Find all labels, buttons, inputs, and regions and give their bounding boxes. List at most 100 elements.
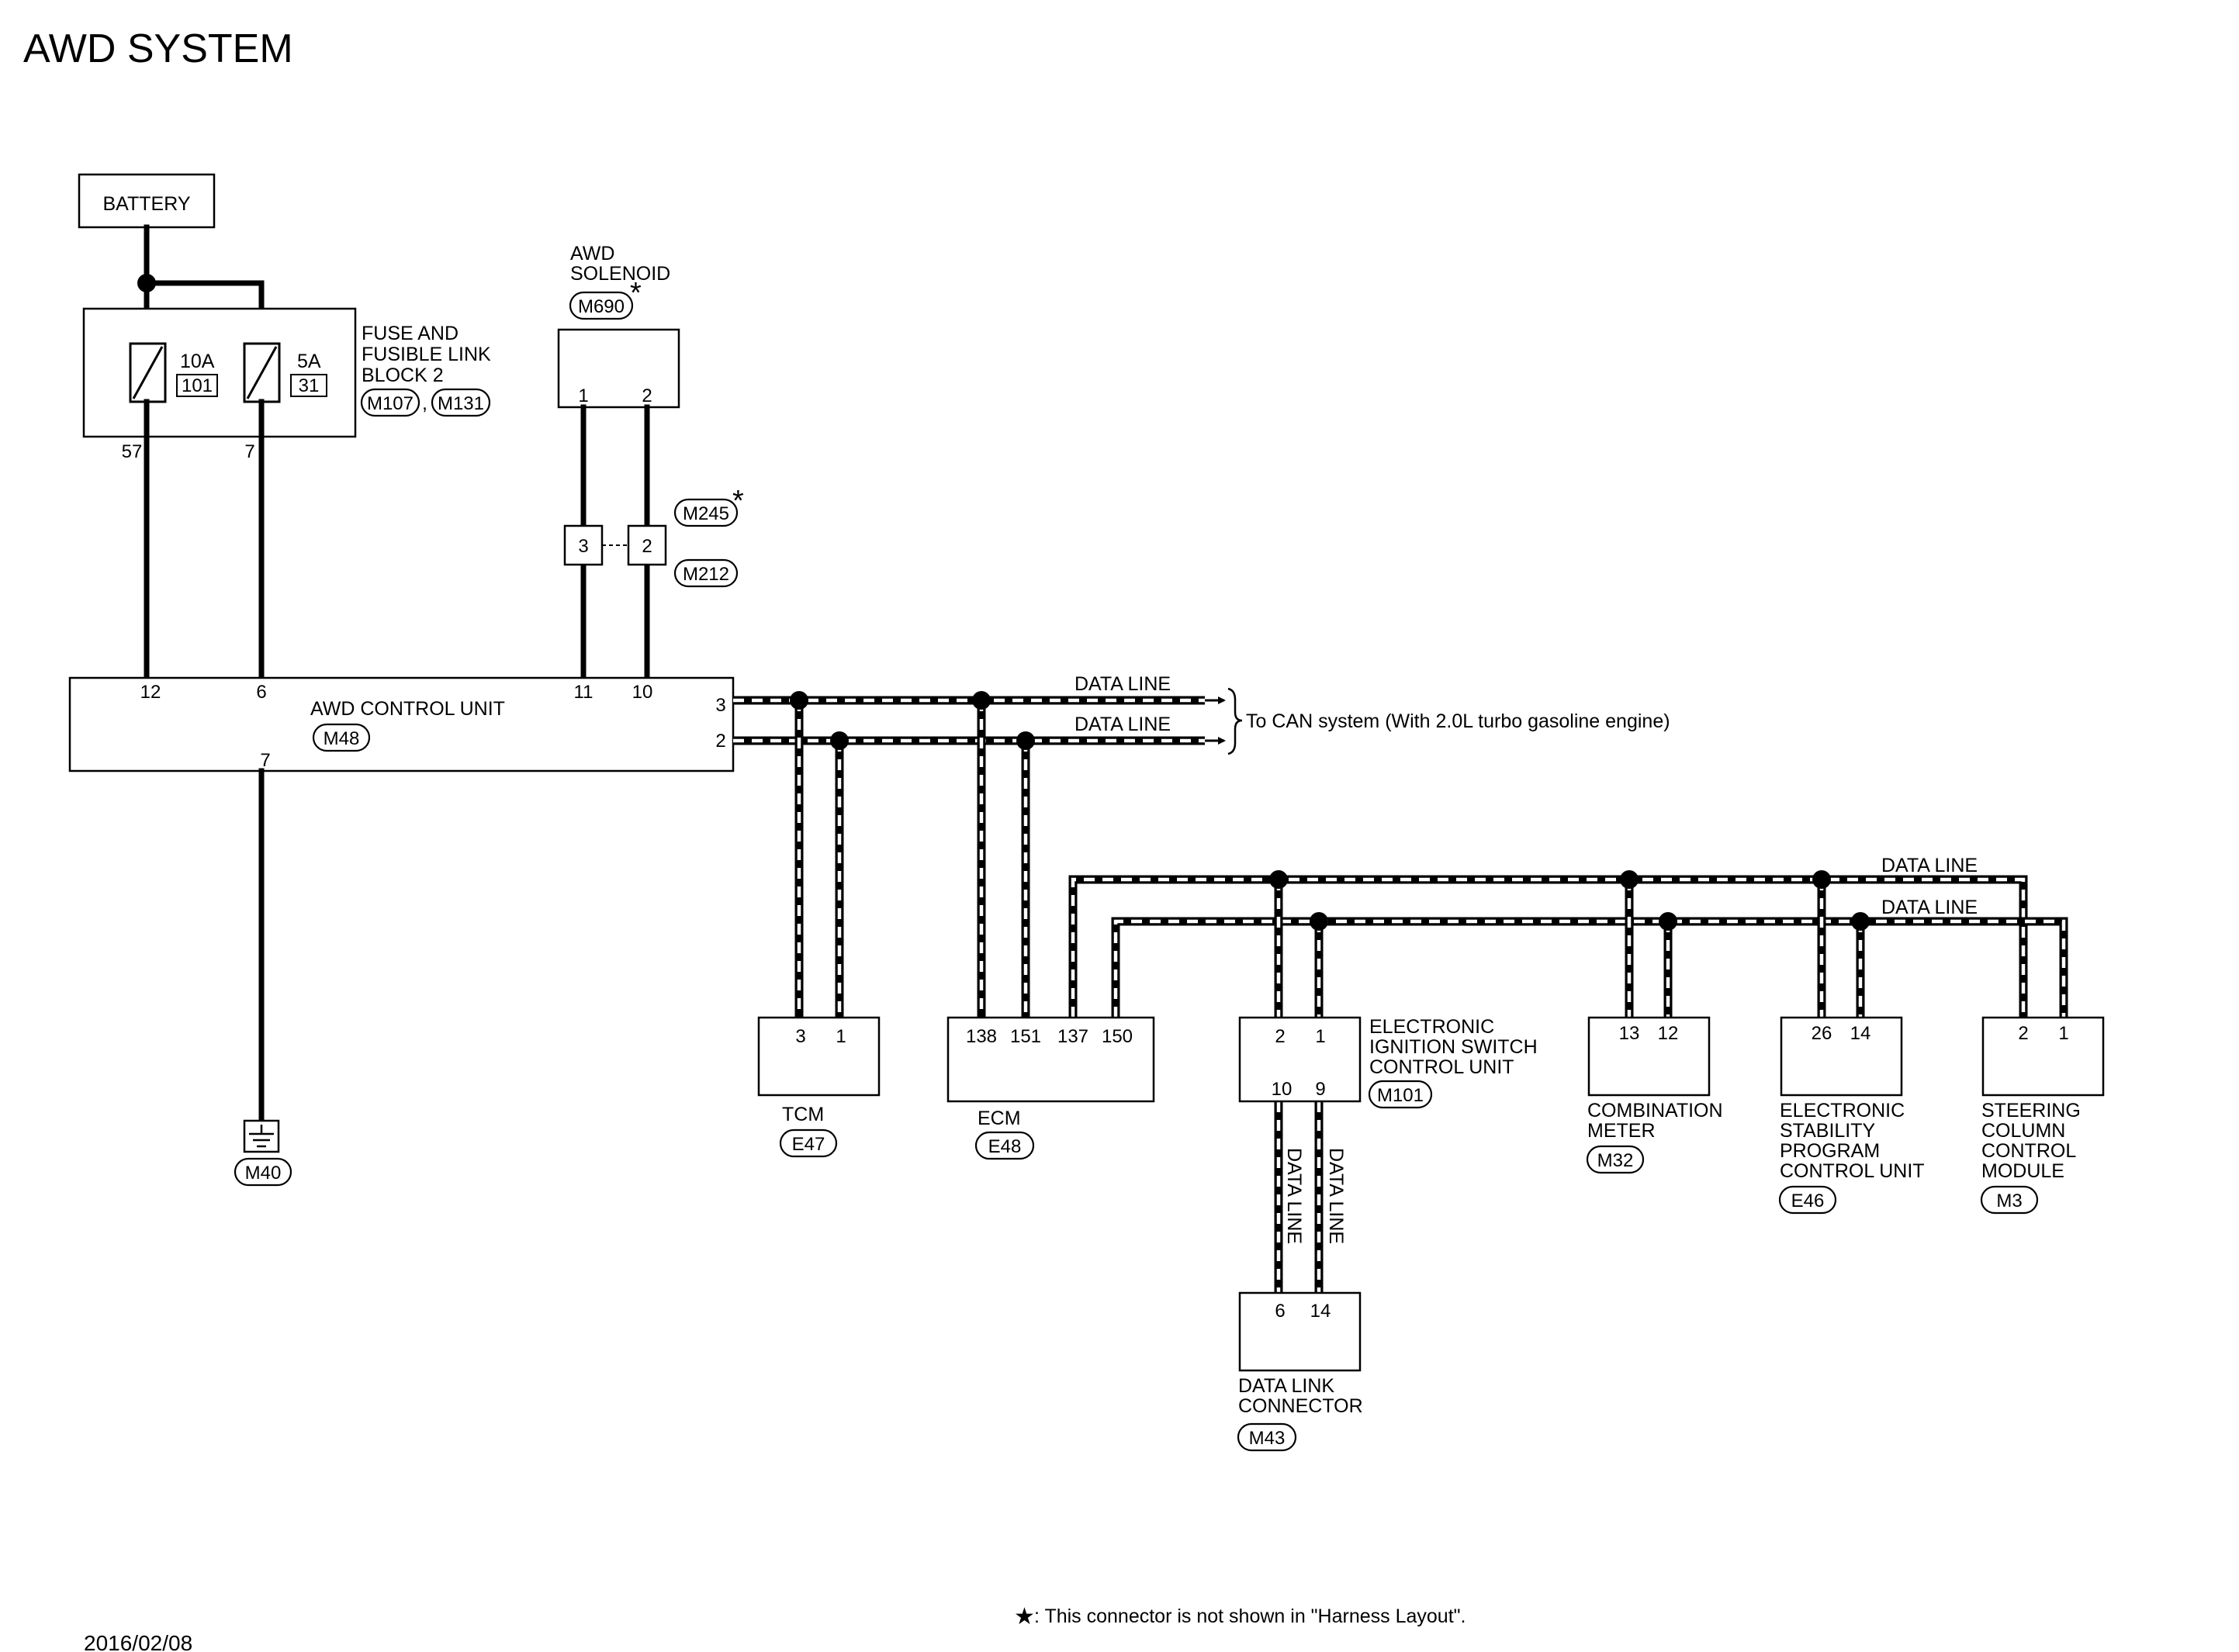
fuse-amp-2: 5A — [297, 351, 321, 372]
battery-label: BATTERY — [103, 193, 191, 215]
page-title: AWD SYSTEM — [23, 26, 293, 71]
steering-label-2: COLUMN — [1981, 1120, 2065, 1142]
meter-box — [1587, 1016, 1711, 1097]
data-line-vertical-1: DATA LINE — [1283, 1148, 1305, 1244]
connector-m40: M40 — [245, 1163, 282, 1184]
ecm-pin-138: 138 — [966, 1026, 997, 1047]
ground-icon — [243, 1119, 280, 1153]
meter-pin-13: 13 — [1619, 1023, 1640, 1044]
awd-unit-label: AWD CONTROL UNIT — [310, 698, 505, 720]
footnote-star: ★ — [1014, 1604, 1035, 1630]
eiscu-pin-2: 2 — [1275, 1026, 1285, 1047]
connector-m107: M107 — [367, 393, 414, 414]
connector-tag-m48 — [312, 723, 371, 752]
connector-e48: E48 — [988, 1136, 1022, 1157]
can-brace — [1227, 687, 1243, 755]
solenoid-label-2: SOLENOID — [570, 263, 670, 285]
joint-connector-pin2 — [627, 524, 667, 566]
connector-tag-m245 — [673, 498, 739, 527]
data-line-label-1: DATA LINE — [1075, 673, 1171, 695]
ecm-pin-151: 151 — [1010, 1026, 1041, 1047]
meter-pin-12: 12 — [1658, 1023, 1679, 1044]
steering-label-1: STEERING — [1981, 1100, 2081, 1121]
tcm-box — [757, 1016, 881, 1097]
ecm-pin-150: 150 — [1102, 1026, 1133, 1047]
meter-label-1: COMBINATION — [1587, 1100, 1723, 1121]
data-line-label-2: DATA LINE — [1075, 714, 1171, 735]
fuse-10a-icon — [129, 342, 167, 403]
connector-tag-m40 — [234, 1157, 292, 1187]
dlc-box — [1238, 1291, 1362, 1372]
eiscu-label-3: CONTROL UNIT — [1369, 1056, 1514, 1078]
connector-separator: , — [422, 392, 427, 414]
battery-splice — [137, 274, 156, 292]
steering-pin-1: 1 — [2058, 1023, 2068, 1044]
eiscu-pin-1: 1 — [1315, 1026, 1325, 1047]
fuse-pin-57: 57 — [122, 441, 143, 462]
eiscu-pin-9: 9 — [1315, 1079, 1325, 1100]
awd-pin-2: 2 — [715, 731, 725, 752]
connector-tag-m212 — [673, 558, 739, 588]
solenoid-label-1: AWD — [570, 243, 614, 264]
connector-m690: M690 — [578, 296, 625, 317]
dlc-label-2: CONNECTOR — [1238, 1395, 1363, 1417]
steering-pin-2: 2 — [2018, 1023, 2028, 1044]
eiscu-label-1: ELECTRONIC — [1369, 1016, 1494, 1038]
ecm-label: ECM — [978, 1108, 1021, 1129]
dlc-pin-6: 6 — [1275, 1301, 1285, 1322]
date-stamp: 2016/02/08 — [84, 1631, 192, 1652]
esp-pin-14: 14 — [1850, 1023, 1871, 1044]
connector-tag-m32 — [1586, 1145, 1645, 1174]
joint-pin-3: 3 — [578, 536, 588, 557]
star-m245: * — [732, 485, 744, 517]
solenoid-box — [557, 328, 680, 409]
connector-m101: M101 — [1377, 1085, 1424, 1106]
data-line-label-4: DATA LINE — [1881, 897, 1978, 918]
ecm-pin-137: 137 — [1057, 1026, 1088, 1047]
connector-m245: M245 — [683, 503, 729, 524]
splice-dots — [790, 691, 1870, 931]
connector-m32: M32 — [1597, 1150, 1634, 1171]
fuse-block-label-1: FUSE AND — [362, 323, 459, 344]
battery-box — [78, 173, 216, 229]
awd-control-unit-box — [68, 676, 735, 772]
steering-box — [1981, 1016, 2105, 1097]
awd-pin-7: 7 — [260, 750, 270, 771]
connector-m212: M212 — [683, 564, 729, 585]
connector-tag-m3 — [1980, 1185, 2039, 1215]
steering-label-4: MODULE — [1981, 1160, 2064, 1182]
esp-label-4: CONTROL UNIT — [1780, 1160, 1925, 1182]
tcm-label: TCM — [782, 1104, 824, 1125]
connector-e46: E46 — [1791, 1191, 1825, 1211]
esp-pin-26: 26 — [1812, 1023, 1832, 1044]
esp-box — [1780, 1016, 1903, 1097]
awd-pin-3: 3 — [715, 695, 725, 716]
connector-tag-e46 — [1778, 1185, 1837, 1215]
connector-tag-e48 — [974, 1131, 1035, 1160]
connector-m48: M48 — [324, 728, 360, 749]
eiscu-box — [1238, 1016, 1362, 1103]
dlc-label-1: DATA LINK — [1238, 1375, 1334, 1397]
data-line-vertical-2: DATA LINE — [1325, 1148, 1347, 1244]
fuse-block-label-3: BLOCK 2 — [362, 365, 444, 386]
solenoid-pin-1: 1 — [578, 385, 588, 406]
solenoid-pin-2: 2 — [642, 385, 652, 406]
dlc-pin-14: 14 — [1310, 1301, 1331, 1322]
joint-pin-2: 2 — [642, 536, 652, 557]
data-line-label-3: DATA LINE — [1881, 855, 1978, 876]
connector-m3: M3 — [1996, 1191, 2022, 1211]
esp-label-2: STABILITY — [1780, 1120, 1876, 1142]
awd-pin-12: 12 — [140, 682, 161, 703]
tcm-pin-1: 1 — [836, 1026, 846, 1047]
connector-m131: M131 — [438, 393, 484, 414]
esp-label-3: PROGRAM — [1780, 1140, 1880, 1162]
steering-label-3: CONTROL — [1981, 1140, 2076, 1162]
fuse-amp-1: 10A — [180, 351, 215, 372]
connector-tag-m107 — [360, 388, 420, 417]
esp-label-1: ELECTRONIC — [1780, 1100, 1905, 1121]
connector-e47: E47 — [792, 1134, 825, 1155]
connector-tag-e47 — [779, 1128, 838, 1158]
tcm-pin-3: 3 — [795, 1026, 805, 1047]
meter-label-2: METER — [1587, 1120, 1656, 1142]
can-data-lines — [733, 696, 2068, 1293]
